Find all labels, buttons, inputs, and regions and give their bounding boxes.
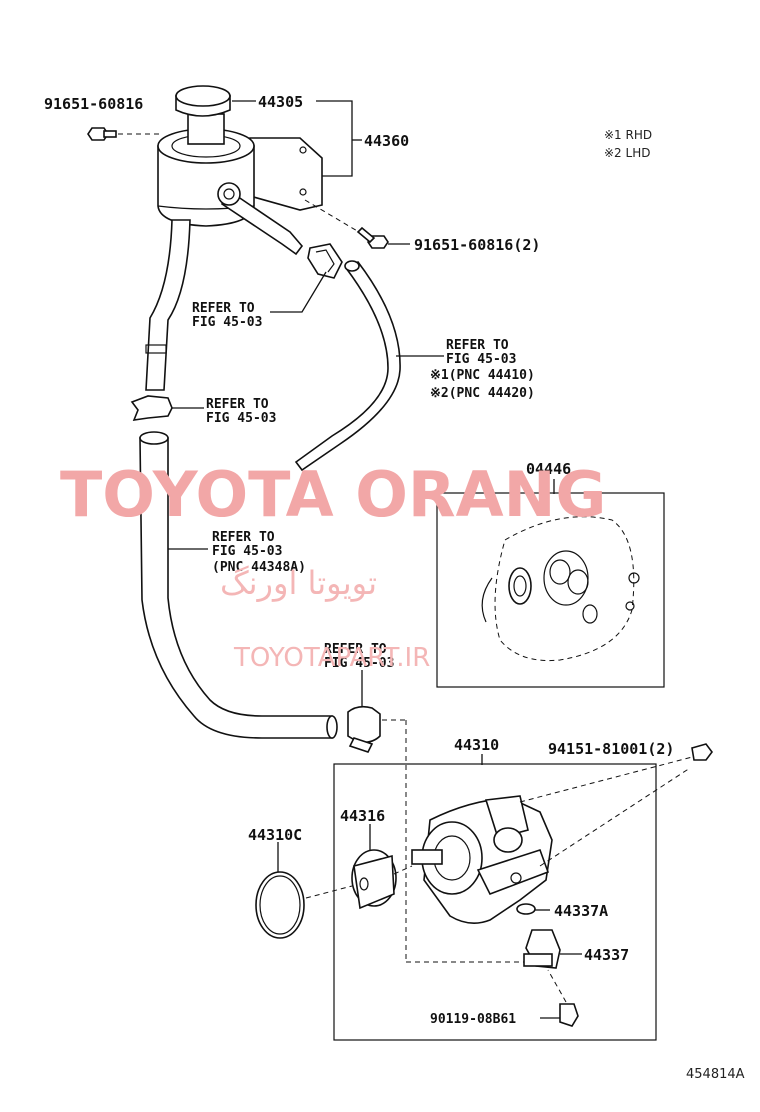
refer-hose-line1: REFER TO — [212, 530, 275, 545]
refer-hose-line3: (PNC 44348A) — [212, 560, 306, 575]
label-union: 44337 — [584, 946, 629, 964]
pulley — [351, 849, 397, 910]
bolt-right — [304, 199, 389, 249]
union-bolt — [559, 1003, 579, 1027]
o-ring-small — [516, 903, 536, 915]
refer-hose-line2: FIG 45-03 — [212, 544, 282, 559]
label-o-ring-small: 44337A — [554, 902, 608, 920]
label-reservoir: 44360 — [364, 132, 409, 150]
figure-code: 454814A — [686, 1067, 745, 1082]
return-hose — [294, 260, 401, 472]
refer-clamp-line2: FIG 45-03 — [206, 411, 276, 426]
label-o-ring-large: 44310C — [248, 826, 302, 844]
watermark-persian: تویوتا اورنگ — [220, 564, 377, 602]
note-rhd: ※1 RHD — [604, 128, 652, 142]
refer-clamp-line1: REFER TO — [206, 397, 269, 412]
note-lhd: ※2 LHD — [604, 146, 650, 160]
pump-box — [333, 763, 657, 1041]
pump-bolt — [691, 743, 713, 761]
refer-lower-line2: FIG 45-03 — [324, 656, 394, 671]
union-fitting — [523, 929, 561, 969]
watermark-title: TOYOTA ORANG — [60, 458, 606, 531]
supply-pipe — [145, 219, 191, 391]
label-pulley: 44316 — [340, 807, 385, 825]
watermark-url: TOYOTAPART.IR — [233, 643, 430, 673]
reservoir-outlet-pipe — [221, 188, 304, 256]
label-cap: 44305 — [258, 93, 303, 111]
refer-return-line3: ※1(PNC 44410) — [430, 368, 535, 383]
hose-clamp-middle — [130, 395, 173, 421]
reservoir-bracket — [249, 137, 323, 211]
hose-clamp-lower — [347, 705, 381, 744]
refer-return-line2: FIG 45-03 — [446, 352, 516, 367]
seal-kit-contents — [481, 516, 640, 662]
label-pump-bolt: 94151-81001(2) — [548, 740, 674, 758]
label-pump: 44310 — [454, 736, 499, 754]
bolt-left — [87, 127, 160, 141]
refer-lower-line1: REFER TO — [324, 642, 387, 657]
refer-return-line1: REFER TO — [446, 338, 509, 353]
label-seal-kit: 04446 — [526, 460, 571, 478]
power-steering-pump — [411, 795, 553, 924]
refer-return-line4: ※2(PNC 44420) — [430, 386, 535, 401]
leader-lines — [168, 100, 582, 1019]
label-bolt-left: 91651-60816 — [44, 95, 143, 113]
refer-upper-line1: REFER TO — [192, 301, 255, 316]
refer-upper-line2: FIG 45-03 — [192, 315, 262, 330]
label-bolt-right: 91651-60816(2) — [414, 236, 540, 254]
reservoir-assembly — [145, 85, 323, 391]
label-union-bolt: 90119-08B61 — [430, 1012, 516, 1027]
o-ring-large — [255, 871, 305, 939]
filler-neck — [187, 113, 225, 145]
seal-kit-box — [436, 492, 665, 688]
